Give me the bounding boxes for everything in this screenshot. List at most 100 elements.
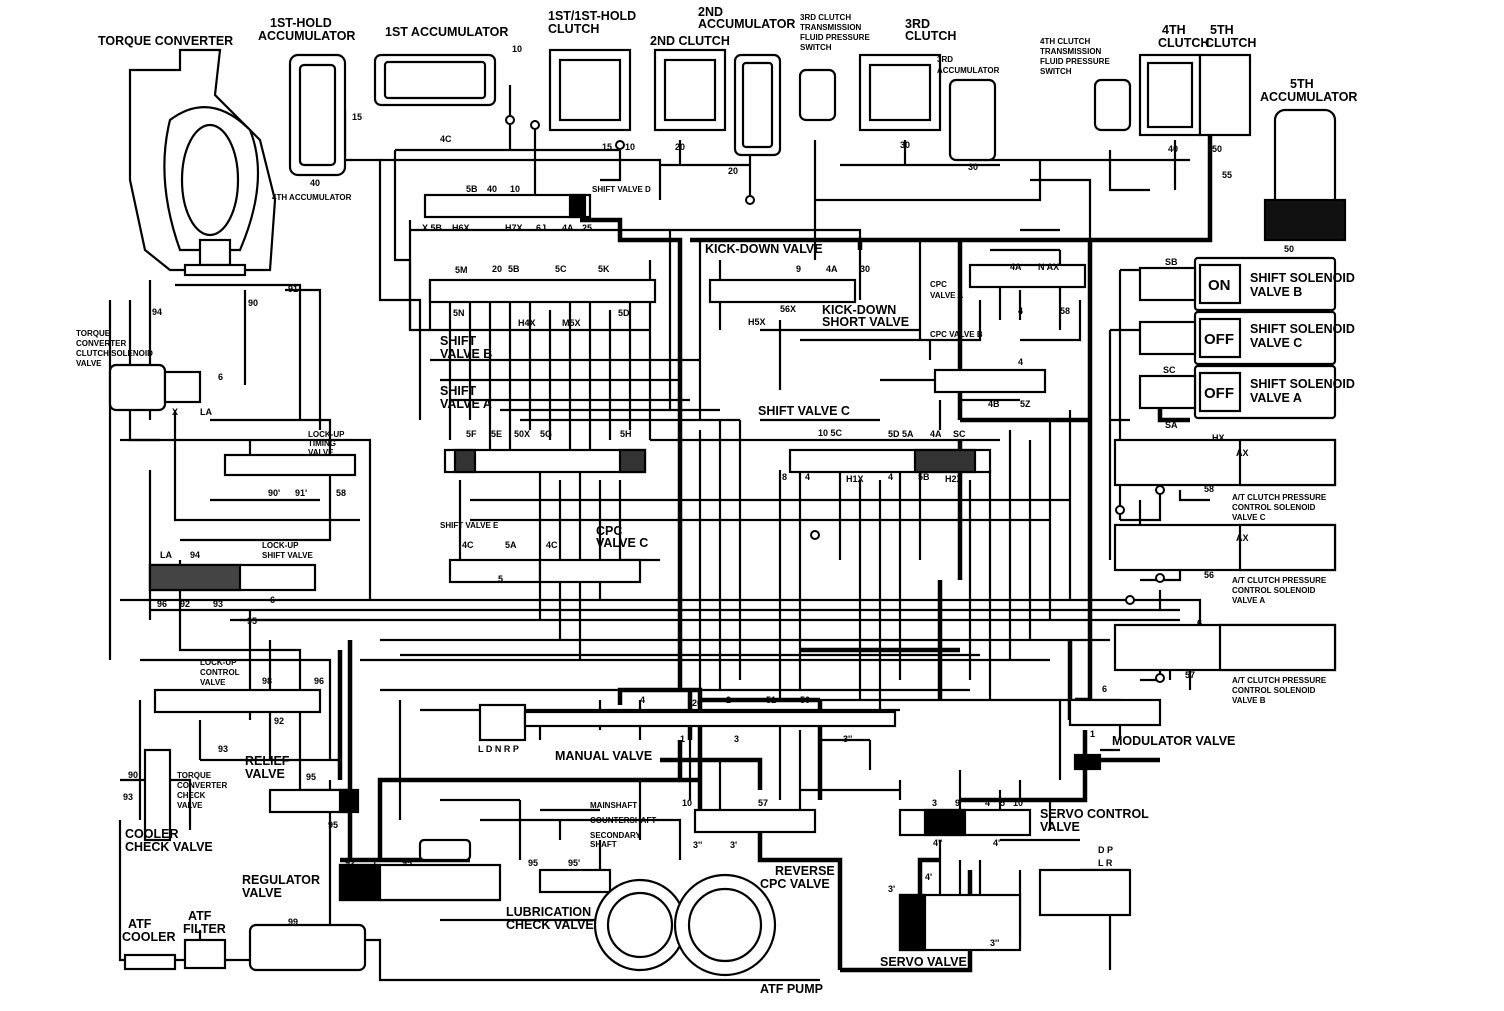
port-label: 4C xyxy=(546,540,558,550)
port-label: 10 xyxy=(512,44,522,54)
label-fourth-clutch-2: CLUTCH xyxy=(1158,36,1209,50)
port-label: 5 xyxy=(498,574,503,584)
label-tc-check-4: VALVE xyxy=(177,801,203,810)
port-label: 92 xyxy=(180,599,190,609)
port-label: 4' xyxy=(925,872,932,882)
label-modulator-valve: MODULATOR VALVE xyxy=(1112,734,1235,748)
third-clutch-pressure-switch xyxy=(798,68,837,122)
label-third-acc-1: 3RD xyxy=(937,55,953,64)
port-label: X xyxy=(172,407,178,417)
label-tc-check-2: CONVERTER xyxy=(177,781,227,790)
shift-valve-b xyxy=(428,278,657,304)
port-label: 3'' xyxy=(990,938,999,948)
port-label: 3'' xyxy=(843,734,852,744)
components xyxy=(108,48,1347,977)
label-lube-check-2: CHECK VALVE xyxy=(506,918,594,932)
shift-solenoid-b-name-2: VALVE B xyxy=(1250,285,1302,299)
port-label: 3' xyxy=(888,884,895,894)
label-tc-check-1: TORQUE xyxy=(177,771,212,780)
port-label: 15 xyxy=(352,112,362,122)
label-fourth-switch-1: 4TH CLUTCH xyxy=(1040,37,1090,46)
component-labels: TORQUE CONVERTER 1ST-HOLD ACCUMULATOR 1S… xyxy=(76,5,1357,996)
port-label: 92 xyxy=(274,716,284,726)
label-servo-control-1: SERVO CONTROL xyxy=(1040,807,1149,821)
port-label: 95 xyxy=(402,858,412,868)
label-lockup-control-2: CONTROL xyxy=(200,668,240,677)
modulator-valve xyxy=(1068,698,1162,727)
third-clutch xyxy=(858,53,942,132)
port-label: 1 xyxy=(1090,729,1095,739)
port-label: 15 xyxy=(602,142,612,152)
state-box-c xyxy=(1198,317,1242,359)
port-label: 96 xyxy=(157,599,167,609)
port-label: H6X xyxy=(452,223,470,233)
port-label: LA xyxy=(160,550,172,560)
port-label: 10 xyxy=(510,184,520,194)
label-lockup-control-3: VALVE xyxy=(200,678,226,687)
label-fifth-acc-2: ACCUMULATOR xyxy=(1260,90,1357,104)
port-label: 5K xyxy=(598,264,610,274)
reverse-cpc-valve xyxy=(693,808,817,834)
port-label: 6J xyxy=(536,223,546,233)
label-atf-cooler-2: COOLER xyxy=(122,930,175,944)
relief-valve xyxy=(268,788,352,814)
port-label: H2X xyxy=(945,474,963,484)
port-label: 58 xyxy=(1204,484,1214,494)
port-label: 5H xyxy=(620,429,632,439)
port-label: 5B xyxy=(508,264,520,274)
port-label: 4C xyxy=(462,540,474,550)
port-label: AX xyxy=(1236,448,1249,458)
port-label: 6 xyxy=(218,372,223,382)
port-label: 26 xyxy=(692,698,702,708)
pc-solenoid-b-name-1: A/T CLUTCH PRESSURE xyxy=(1232,676,1327,685)
port-label: 95 xyxy=(528,858,538,868)
port-label: 4A xyxy=(826,264,838,274)
port-label: 55 xyxy=(1222,170,1232,180)
port-label: 5G xyxy=(540,429,552,439)
label-second-acc-2: ACCUMULATOR xyxy=(698,17,795,31)
port-label: SC xyxy=(953,429,966,439)
label-shift-valve-b-2: VALVE B xyxy=(440,347,492,361)
port-label: 5F xyxy=(466,429,477,439)
label-kick-down-short-1: KICK-DOWN xyxy=(822,303,896,317)
label-cooler-check-1: COOLER xyxy=(125,827,178,841)
label-lockup-timing-1: LOCK-UP xyxy=(308,430,345,439)
port-label: 30 xyxy=(968,162,978,172)
port-label: SA xyxy=(1165,420,1178,430)
port-label: 10 xyxy=(682,798,692,808)
label-tcc-solenoid-2: CONVERTER xyxy=(76,339,126,348)
port-label: 5Z xyxy=(1020,399,1031,409)
shift-valve-e xyxy=(448,558,542,584)
shift-solenoid-a-name-1: SHIFT SOLENOID xyxy=(1250,377,1355,391)
label-third-switch-1: 3RD CLUTCH xyxy=(800,13,851,22)
atf-strainer xyxy=(248,923,367,972)
port-label: 4C xyxy=(440,134,452,144)
port-label: N AX xyxy=(1038,262,1059,272)
label-shift-valve-e: SHIFT VALVE E xyxy=(440,521,499,530)
port-label: 5N xyxy=(453,308,465,318)
port-label: 5B xyxy=(466,184,478,194)
label-regulator-valve-1: REGULATOR xyxy=(242,873,320,887)
port-label: 58 xyxy=(1060,306,1070,316)
port-label: 95' xyxy=(568,858,580,868)
fourth-clutch-pressure-switch xyxy=(1093,78,1132,132)
label-third-switch-3: FLUID PRESSURE xyxy=(800,33,870,42)
port-label: 40 xyxy=(1168,144,1178,154)
port-label: 98 xyxy=(262,676,272,686)
cpc-valve-c xyxy=(538,558,642,584)
label-lockup-timing-3: VALVE xyxy=(308,448,334,457)
port-label: 51 xyxy=(766,695,776,705)
port-label: 90 xyxy=(128,770,138,780)
port-label: 93 xyxy=(123,792,133,802)
label-fourth-switch-3: FLUID PRESSURE xyxy=(1040,57,1110,66)
torque-converter-impeller xyxy=(163,106,260,252)
label-servo-valve: SERVO VALVE xyxy=(880,955,967,969)
port-label: 4A xyxy=(1010,262,1022,272)
label-tcc-solenoid-1: TORQUE xyxy=(76,329,111,338)
port-label: 1 xyxy=(372,858,377,868)
label-cpc-valve-c-2: VALVE C xyxy=(596,536,648,550)
port-label: 4'' xyxy=(933,838,942,848)
manual-valve xyxy=(478,703,527,742)
port-label: 90' xyxy=(268,488,280,498)
label-lockup-timing-2: TIMING xyxy=(308,439,336,448)
